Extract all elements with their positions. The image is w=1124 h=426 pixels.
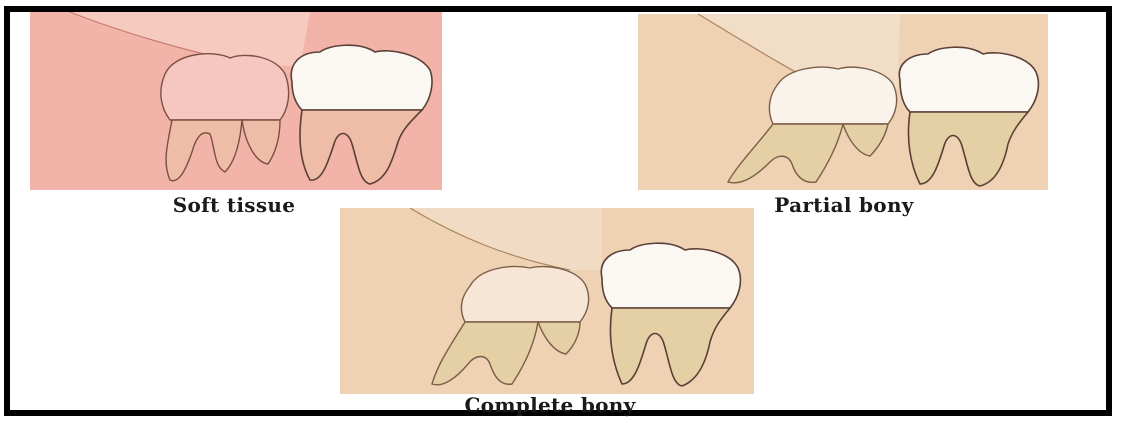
caption-complete-bony: Complete bony [400, 393, 700, 417]
caption-soft-tissue: Soft tissue [96, 193, 372, 217]
soft-tissue-illustration [30, 12, 442, 190]
impacted-tooth [161, 54, 289, 181]
complete-bony-illustration [340, 208, 754, 394]
partial-bony-illustration [638, 14, 1048, 190]
